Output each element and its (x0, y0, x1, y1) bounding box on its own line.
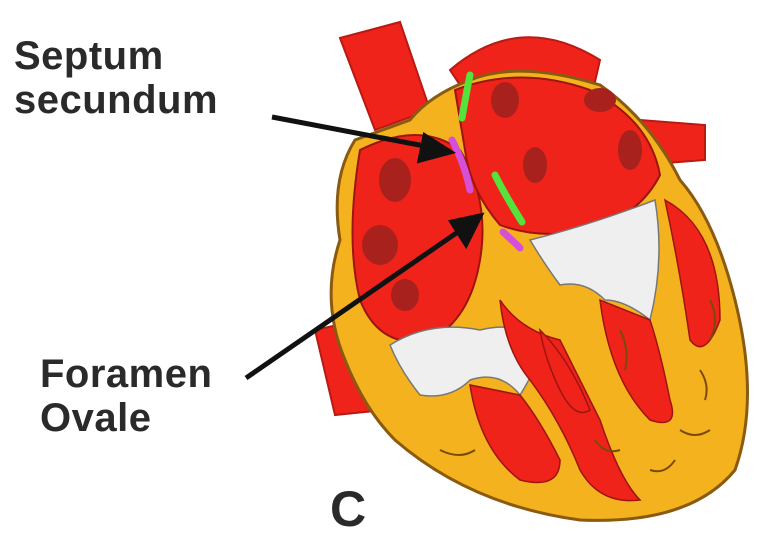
foramen-label-line2: Ovale (40, 396, 212, 440)
septum-label-line2: secundum (14, 78, 218, 122)
septum-secundum-label: Septum secundum (14, 34, 218, 122)
foramen-ovale-label: Foramen Ovale (40, 352, 212, 440)
septum-label-line1: Septum (14, 34, 218, 78)
panel-letter: C (330, 482, 367, 536)
foramen-label-line1: Foramen (40, 352, 212, 396)
